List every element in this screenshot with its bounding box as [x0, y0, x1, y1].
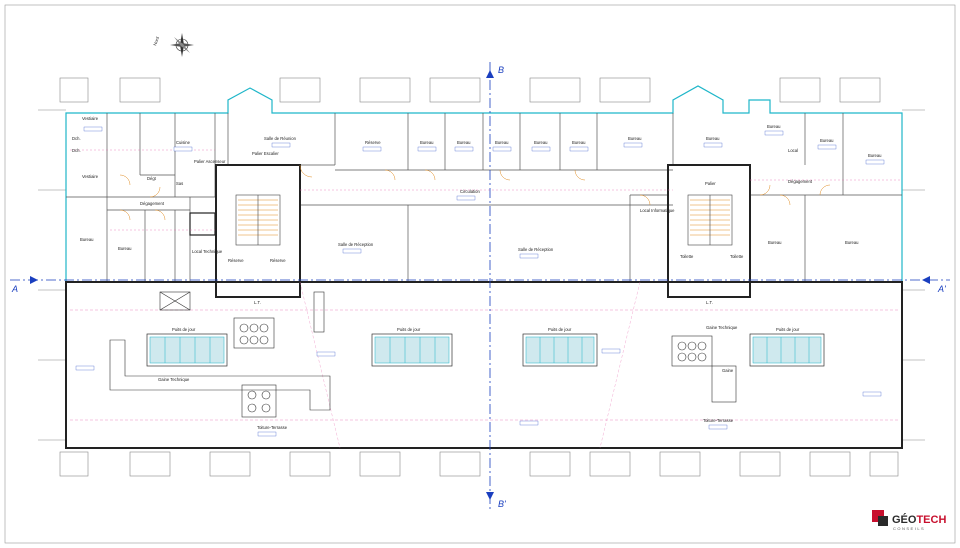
- room-bureau-t7: Bureau: [706, 136, 720, 141]
- skylight-label-1: Puits de jour: [172, 327, 196, 332]
- logo-subtitle: CONSEILS: [893, 526, 925, 531]
- axis-b-prime-label: B': [498, 499, 506, 509]
- room-gaine: Gaine: [722, 368, 734, 373]
- room-palier-escalier-l: Palier Escalier: [252, 151, 279, 156]
- room-vestiaire-1: Vestiaire: [82, 116, 99, 121]
- svg-text:GÉOTECH: GÉOTECH: [892, 513, 946, 526]
- room-palier-ascenseur-l: Palier Ascenseur: [194, 159, 226, 164]
- room-palier-r: Palier: [705, 181, 716, 186]
- room-salle-reception-1: Salle de Réception: [338, 242, 374, 247]
- hvac-units-left: [109, 291, 331, 418]
- logo-name-a: GÉO: [892, 513, 917, 526]
- stair-core-right: [667, 164, 751, 298]
- room-lt-2: L.T.: [706, 300, 713, 305]
- room-bureau-r1: Bureau: [768, 240, 782, 245]
- room-circulation: Circulation: [460, 189, 480, 194]
- skylight-4: [749, 333, 825, 367]
- section-axis-b: B B': [486, 62, 506, 512]
- room-toiture-terrasse-1: Toiture-Terrasse: [257, 425, 288, 430]
- room-local-technique: Local Technique: [192, 249, 223, 254]
- room-lt-1: L.T.: [254, 300, 261, 305]
- room-degt: Dégt: [147, 176, 157, 181]
- interior-walls: [66, 113, 902, 282]
- skylight-3: [522, 333, 598, 367]
- room-local-informatique: Local Informatique: [640, 208, 675, 213]
- room-sas: Sas: [176, 181, 183, 186]
- room-cuisine: Cuisine: [176, 140, 191, 145]
- room-degagement-r: Dégagement: [788, 179, 813, 184]
- stair-core-left: [189, 164, 301, 298]
- room-bureau-t10: Bureau: [868, 153, 882, 158]
- room-reserve-l2: Réserve: [270, 258, 286, 263]
- room-bureau-t5: Bureau: [572, 140, 586, 145]
- room-vestiaire-2: Vestiaire: [82, 174, 99, 179]
- roof-terrace: [65, 281, 903, 449]
- room-bureau-l1: Bureau: [80, 237, 94, 242]
- room-gaine-technique-l: Gaine Technique: [158, 377, 190, 382]
- room-bureau-t8: Bureau: [767, 124, 781, 129]
- room-degagement-l: Dégagement: [140, 201, 165, 206]
- office-floor-outline: [65, 85, 903, 283]
- structural-grid: [38, 77, 925, 477]
- room-bureau-t6: Bureau: [628, 136, 642, 141]
- skylight-label-3: Puits de jour: [548, 327, 572, 332]
- drawing-frame: [4, 4, 956, 544]
- skylight-label-4: Puits de jour: [776, 327, 800, 332]
- axis-a-prime-label: A': [937, 284, 946, 294]
- room-bureau-r2: Bureau: [845, 240, 859, 245]
- north-arrow-icon: Nord: [152, 33, 194, 57]
- skylight-label-2: Puits de jour: [397, 327, 421, 332]
- logo-name-b: TECH: [916, 514, 946, 526]
- skylight-1: [146, 333, 228, 367]
- room-salle-reception-2: Salle de Réception: [518, 247, 554, 252]
- room-bureau-t2: Bureau: [457, 140, 471, 145]
- axis-a-label: A: [11, 284, 18, 294]
- room-salle-reunion: Salle de Réunion: [264, 136, 297, 141]
- room-bureau-t1: Bureau: [420, 140, 434, 145]
- room-toiture-terrasse-2: Toiture-Terrasse: [703, 418, 734, 423]
- door-swings: [119, 164, 831, 221]
- room-level-tags: [75, 126, 885, 437]
- room-toilette-1: Toilette: [680, 254, 694, 259]
- compass-label: Nord: [152, 35, 160, 46]
- axis-b-label: B: [498, 65, 504, 75]
- room-toilette-2: Toilette: [730, 254, 744, 259]
- room-gaine-technique-r: Gaine Technique: [706, 325, 738, 330]
- room-bureau-l2: Bureau: [118, 246, 132, 251]
- room-bureau-t9: Bureau: [820, 138, 834, 143]
- room-dch-2: Dch.: [72, 148, 81, 153]
- room-dch-1: Dch.: [72, 136, 81, 141]
- skylight-2: [371, 333, 453, 367]
- hvac-units-right: [671, 335, 737, 403]
- room-bureau-t3: Bureau: [495, 140, 509, 145]
- room-bureau-t4: Bureau: [534, 140, 548, 145]
- room-reserve-l1: Réserve: [228, 258, 244, 263]
- room-labels: Vestiaire Vestiaire Dch. Dch. Cuisine Sa…: [72, 116, 882, 430]
- room-local-tr: Local: [788, 148, 798, 153]
- section-axis-a: A A': [10, 276, 950, 294]
- room-reserve-top: Réserve: [365, 140, 381, 145]
- geotech-logo: GÉOTECH CONSEILS: [872, 510, 946, 531]
